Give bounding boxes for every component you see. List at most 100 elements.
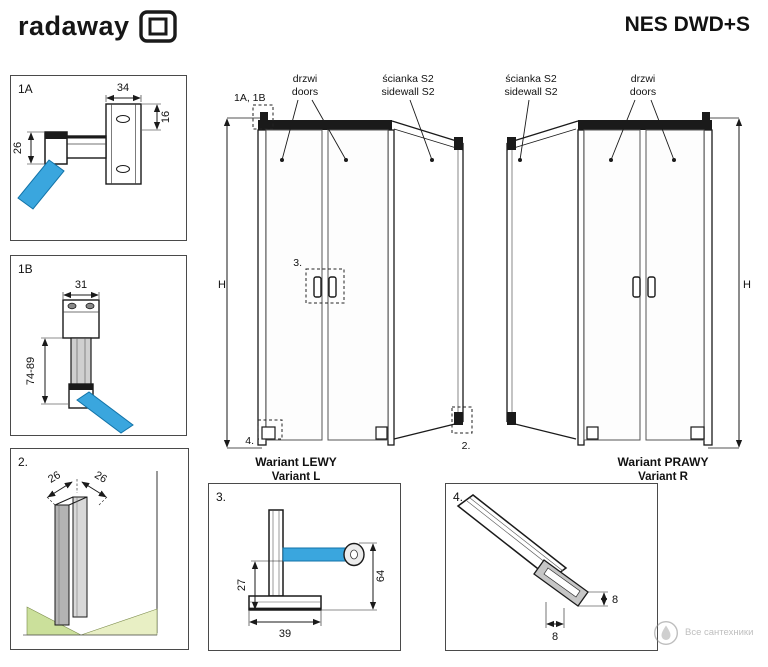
height-label: H [743,279,751,291]
door-left-glass [265,129,323,441]
logo-square-icon [138,10,177,43]
handle-left [313,276,322,298]
leader-labels: ścianka S2 sidewall S2 drzwi doors [504,73,676,162]
wall-block [105,103,142,185]
callouts [252,104,473,440]
dim-16-label: 16 [160,111,172,123]
dim-64 [322,542,377,611]
dim-26b-label: 26 [92,469,109,486]
dim-31-label: 31 [75,279,87,291]
doors-label-en: doors [630,86,656,98]
detail-panel-1a: 1A 34 16 [10,75,187,241]
dim-26-label: 26 [12,142,24,154]
dim-8-right-label: 8 [612,594,618,606]
watermark-shower-icon [653,620,679,646]
top-rail [578,120,712,130]
glass-panel [76,391,134,434]
corner-post [387,129,395,446]
panel-1b-label: 1B [18,262,33,276]
wall-bracket [260,112,268,120]
dim-27-label: 27 [236,579,248,591]
handle-right [647,276,656,298]
callout-label-wall-bracket: 1A, 1B [234,92,266,104]
adjustable-stem [70,337,92,387]
height-dimension [708,117,743,449]
door-left-glass [583,129,641,441]
callout-box-handle [305,268,345,304]
top-rail [258,120,392,130]
callout-box-sidewall-bottom [451,406,473,434]
dim-74-89 [41,337,70,405]
elevation-variant-left: H drzwi doors [218,73,473,483]
bottom-pivot-left [261,426,276,440]
detail-1b-drawing: 1B 31 74-89 [18,262,134,434]
caption-variant-left-pl: Wariant LEWY [255,455,337,469]
gasket-bulb [343,542,365,567]
panel-1a-label: 1A [18,82,33,96]
sidewall-label-en: sidewall S2 [504,86,557,98]
caption-variant-right-en: Variant R [638,471,689,483]
wall-bracket [702,112,710,120]
detail-4-drawing: 4. 8 8 [453,490,618,643]
dim-34-label: 34 [117,82,129,94]
dim-8-bottom-label: 8 [552,631,558,643]
dim-26a-label: 26 [46,469,63,486]
dim-39-label: 39 [279,628,291,640]
doors-label-en: doors [292,86,318,98]
dim-16 [142,103,161,131]
detail-panel-1b: 1B 31 74-89 [10,255,187,436]
doors-label-pl: drzwi [631,73,656,85]
sidewall-top-clamp [507,137,516,150]
room-corner [23,471,158,636]
dim-74-89-label: 74-89 [25,357,37,385]
handle-right [328,276,337,298]
door-assembly [257,112,395,446]
page-title: NES DWD+S [624,13,750,36]
detail-panel-4: 4. 8 8 [445,483,658,651]
leader-labels: drzwi doors ścianka S2 sidewall S2 [280,73,435,162]
bottom-pivot-right [690,426,705,440]
sidewall-label-pl: ścianka S2 [505,73,557,85]
dim-26 [27,131,44,165]
callout-box-door-bottom [257,419,283,440]
dim-31 [62,291,100,299]
support-arm [44,131,107,165]
dim-27 [249,560,283,611]
wall-profile [257,129,267,446]
sidewall-label-en: sidewall S2 [381,86,434,98]
corner-post [577,129,585,446]
bottom-pivot-right [375,426,388,440]
floor-tile-right [80,608,158,636]
caption-variant-right-pl: Wariant PRAWY [618,455,709,469]
glass-panel [17,159,65,210]
radaway-logo: radaway [18,10,177,43]
detail-panel-2: 2. 26 26 [10,448,189,650]
callout-label-door-bottom: 4. [245,435,254,447]
door-right-glass [327,129,389,441]
detail-2-drawing: 2. 26 26 [18,455,158,636]
glass-section [282,547,348,562]
detail-panel-3: 3. 27 [208,483,401,651]
caption-variant-left-en: Variant L [272,471,321,483]
dim-34 [105,94,142,102]
watermark: Все сантехники [653,620,763,646]
watermark-text: Все сантехники [685,626,754,638]
panel-4-label: 4. [453,490,463,504]
height-dimension [223,117,262,449]
corner-profile [54,496,88,626]
brand-name: radaway [18,11,130,41]
panel-2-label: 2. [18,455,28,469]
detail-1a-drawing: 1A 34 16 [12,82,172,210]
sidewall-label-pl: ścianka S2 [382,73,434,85]
iso-dimensions [46,479,108,506]
dim-39 [248,611,322,626]
callout-label-handle: 3. [293,257,302,269]
doors-label-pl: drzwi [293,73,318,85]
callout-label-sidewall-bottom: 2. [462,440,471,452]
wall-block [62,299,100,339]
dim-8-right [578,591,608,607]
sidewall-s2 [506,120,579,440]
door-assembly [577,112,713,446]
bottom-profile-section [533,559,589,607]
